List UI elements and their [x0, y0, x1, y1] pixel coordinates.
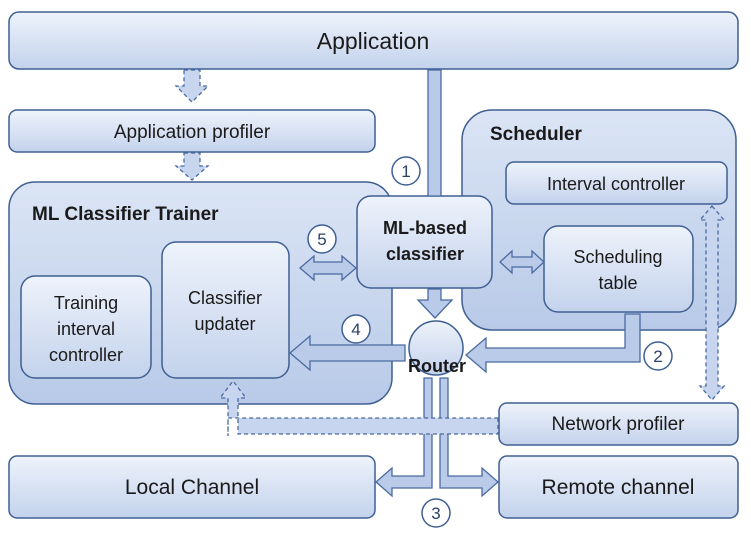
training-interval-controller-box: [20, 275, 152, 379]
step-4-label: 4: [351, 320, 360, 339]
training-label-line1: Training: [54, 293, 118, 313]
remote-channel-label: Remote channel: [542, 476, 695, 499]
scheduling-table-box: [543, 225, 694, 313]
arrow-app-to-profiler: [174, 69, 210, 103]
arrow-classifier-scheduling: [499, 249, 545, 275]
ml-classifier-line2: classifier: [386, 244, 464, 264]
arrow-interval-network: [698, 205, 726, 401]
scheduling-table-line2: table: [598, 273, 637, 293]
arrow-updater-classifier: [299, 254, 357, 282]
step-2-badge: 2: [643, 341, 673, 371]
arrow-profiler-to-trainer: [174, 152, 210, 181]
app-profiler-label: Application profiler: [114, 122, 271, 143]
router-label: Router: [408, 356, 466, 376]
training-label-line2: interval: [57, 319, 115, 339]
application-box: [8, 11, 739, 70]
arrow-classifier-to-router: [416, 288, 454, 319]
step-1-badge: 1: [391, 156, 421, 186]
interval-controller-box: [505, 161, 728, 205]
classifier-updater-line2: updater: [194, 314, 255, 334]
local-channel-box: [8, 455, 376, 519]
arrow-network-to-updater: [218, 379, 499, 436]
step-5-label: 5: [317, 230, 326, 249]
app-profiler-box: [8, 109, 376, 153]
step-1-label: 1: [401, 162, 410, 181]
training-label-line3: controller: [49, 345, 123, 365]
local-channel-label: Local Channel: [125, 476, 259, 499]
step-4-badge: 4: [341, 314, 371, 344]
arrow-scheduling-to-router: [464, 313, 641, 374]
step-3-label: 3: [431, 504, 440, 523]
step-5-badge: 5: [307, 224, 337, 254]
arrow-app-to-classifier: [427, 69, 442, 197]
arrow-router-to-updater: [288, 334, 406, 372]
remote-channel-box: [498, 455, 739, 519]
scheduling-table-line1: Scheduling: [573, 247, 662, 267]
ml-classifier-line1: ML-based: [383, 218, 467, 238]
classifier-updater-box: [161, 241, 290, 379]
interval-controller-label: Interval controller: [547, 174, 685, 194]
step-2-label: 2: [653, 347, 662, 366]
scheduler-title: Scheduler: [490, 124, 582, 145]
router-node: [408, 320, 464, 376]
arrow-router-to-remote: [439, 377, 499, 498]
step-3-badge: 3: [421, 498, 451, 528]
ml-trainer-title: ML Classifier Trainer: [32, 204, 219, 225]
network-profiler-box: [498, 402, 739, 446]
classifier-updater-line1: Classifier: [188, 288, 262, 308]
ml-based-classifier-box: [356, 195, 493, 289]
application-label: Application: [317, 28, 430, 54]
network-profiler-label: Network profiler: [551, 414, 685, 435]
